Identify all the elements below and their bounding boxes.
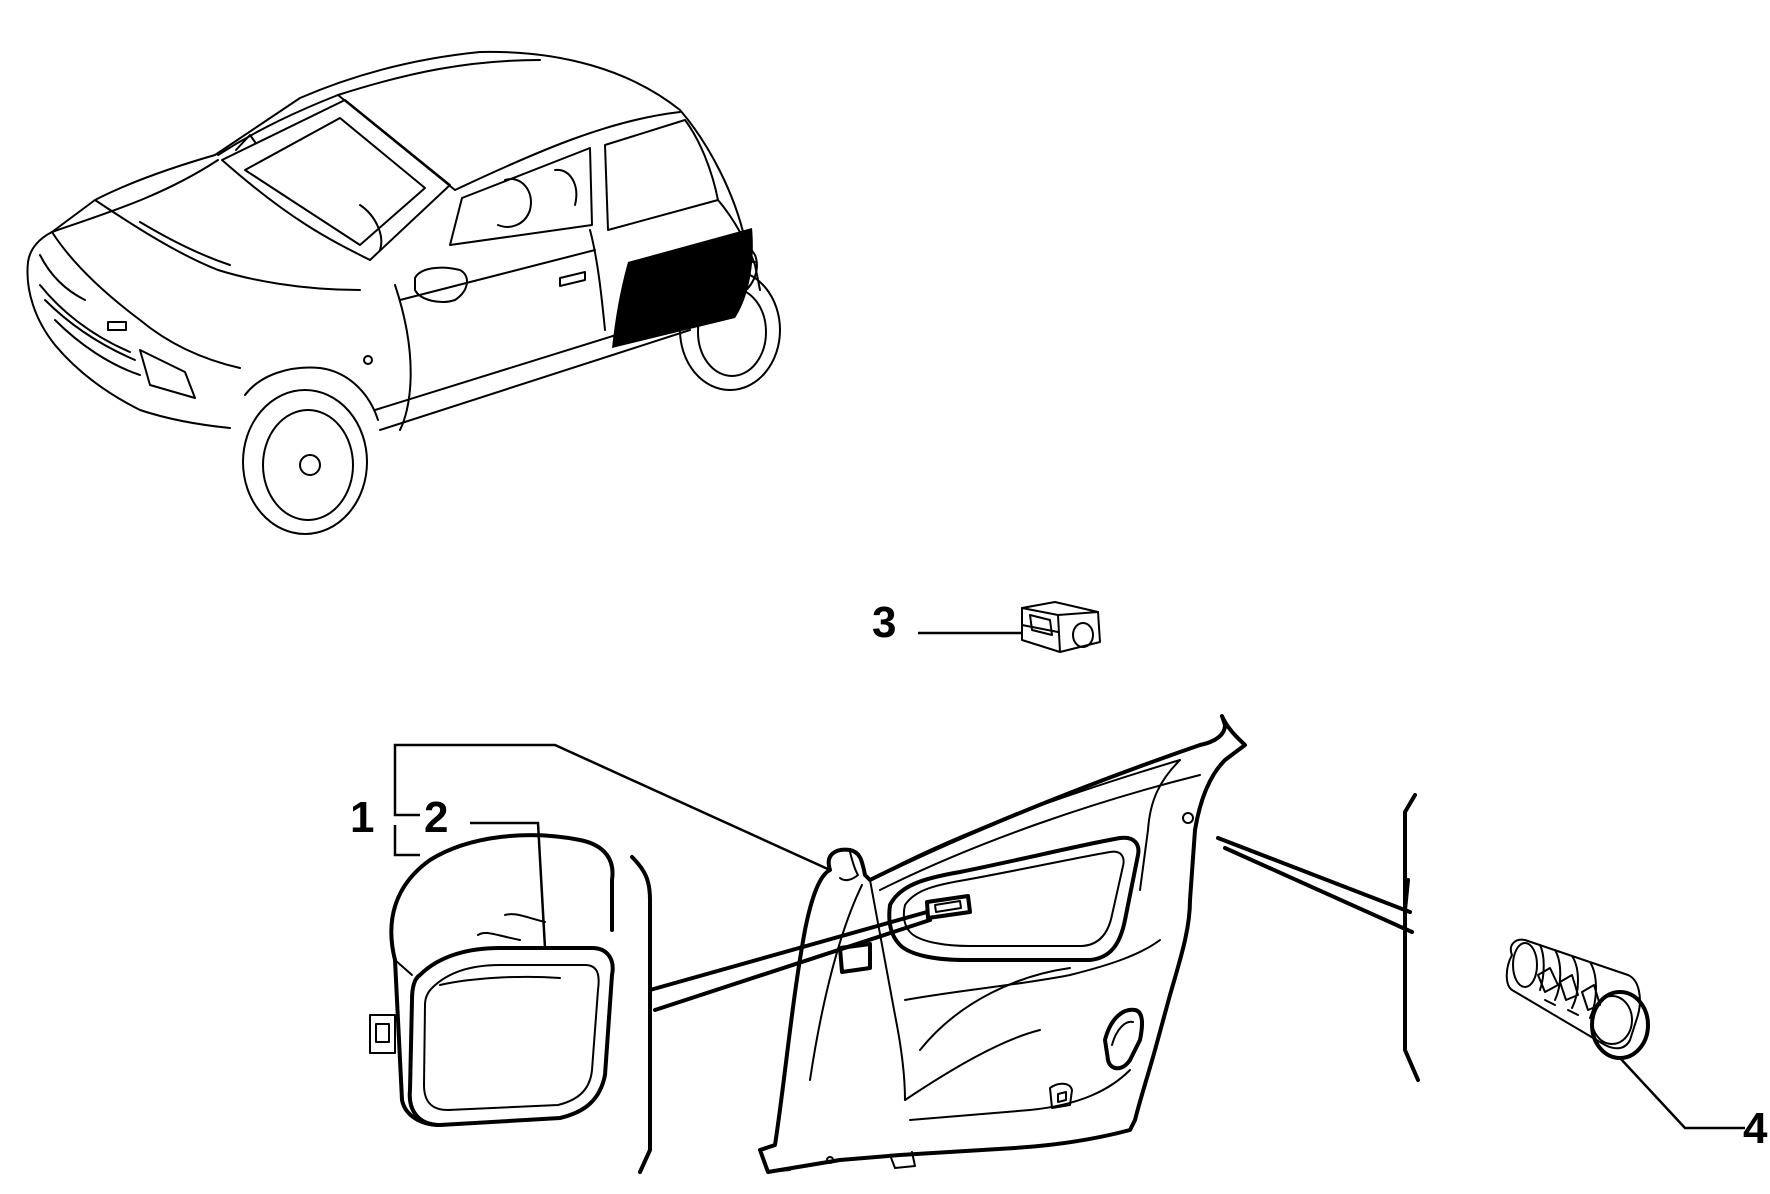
callout-3-label: 3	[872, 598, 896, 647]
part-4-fastener	[1505, 938, 1650, 1060]
callout-1-label: 1	[350, 793, 374, 842]
part-1-trim-panel	[758, 714, 1247, 1174]
car-overview-illustration	[26, 50, 781, 535]
leader-lines	[393, 631, 1745, 1130]
callout-4-label: 4	[1743, 1104, 1768, 1153]
highlighted-trim-panel	[612, 228, 753, 348]
part-2-trim-insert	[369, 833, 615, 1127]
part-3-clip	[1021, 601, 1101, 653]
callout-2-label: 2	[424, 793, 448, 842]
